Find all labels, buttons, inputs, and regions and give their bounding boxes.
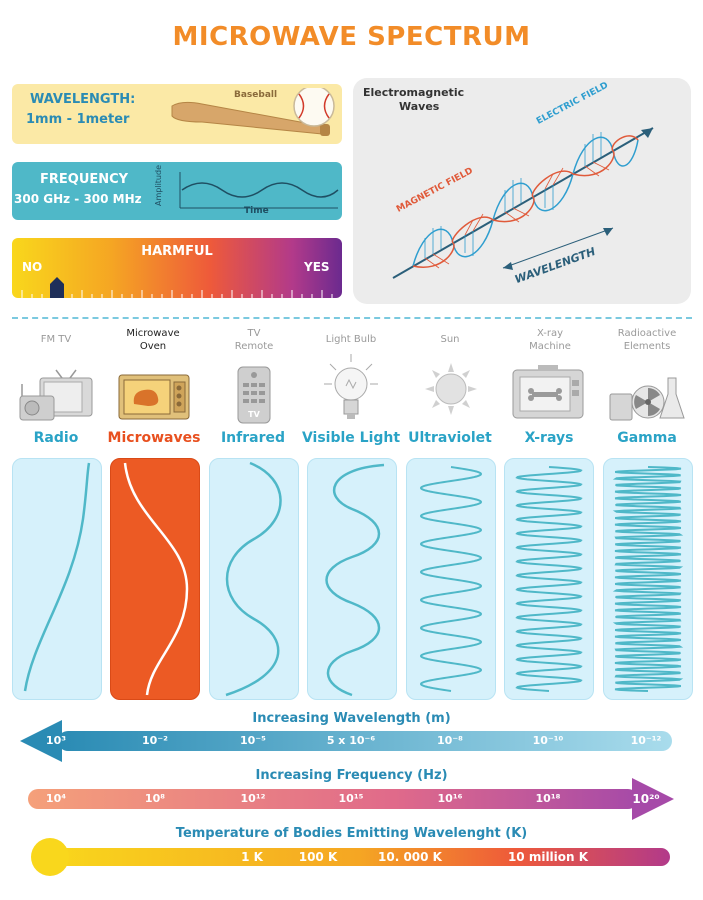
frequency-tick-2: 10¹² bbox=[240, 792, 266, 805]
temperature-tick-0: 1 K bbox=[241, 850, 263, 864]
wave-label-radio: Radio bbox=[33, 430, 79, 446]
temperature-scale-title: Temperature of Bodies Emitting Wavelengh… bbox=[175, 826, 528, 841]
temperature-tick-2: 10. 000 K bbox=[378, 850, 442, 864]
svg-text:TV: TV bbox=[248, 410, 260, 419]
wavelength-tick-5: 10⁻¹⁰ bbox=[532, 734, 564, 747]
em-title-line1: Electromagnetic bbox=[363, 86, 465, 99]
wave-label-ultraviolet: Ultraviolet bbox=[408, 430, 492, 446]
xray-svg-line bbox=[515, 466, 583, 692]
wave-label-microwaves: Microwaves bbox=[107, 430, 201, 446]
wavelength-value: 1mm - 1meter bbox=[26, 112, 130, 127]
temperature-tick-3: 10 million K bbox=[507, 850, 589, 864]
harmful-scale-ticks bbox=[21, 290, 333, 298]
wave-label-visible: Visible Light bbox=[301, 430, 401, 446]
wavelength-panel: WAVELENGTH: 1mm - 1meter Baseball bbox=[12, 84, 342, 144]
wavelength-tick-4: 10⁻⁸ bbox=[437, 734, 463, 747]
wave-label-gamma: Gamma bbox=[617, 430, 677, 446]
wavelength-tick-2: 10⁻⁵ bbox=[240, 734, 266, 747]
frequency-label: FREQUENCY bbox=[40, 172, 129, 187]
frequency-panel: FREQUENCY 300 GHz - 300 MHz Amplitude Ti… bbox=[12, 162, 342, 220]
frequency-tick-5: 10¹⁸ bbox=[535, 792, 561, 805]
radio-tv-icon bbox=[19, 369, 93, 421]
uv-svg-line bbox=[420, 466, 482, 692]
sun-bulb-icon bbox=[31, 838, 69, 876]
wave-card-visible bbox=[307, 458, 397, 700]
frequency-scale-title: Increasing Frequency (Hz) bbox=[255, 768, 448, 783]
light-bulb-icon bbox=[324, 354, 378, 419]
em-wave-diagram bbox=[392, 127, 654, 279]
wavelength-tick-0: 10³ bbox=[45, 734, 67, 747]
wave-card-radio bbox=[12, 458, 102, 700]
wave-card-microwaves bbox=[110, 458, 200, 700]
device-label-sun: Sun bbox=[440, 334, 460, 345]
harmful-no-label: NO bbox=[22, 260, 43, 274]
harmful-yes-label: YES bbox=[304, 260, 330, 274]
sun-icon bbox=[425, 363, 477, 415]
microwave-oven-icon bbox=[118, 374, 190, 420]
frequency-value: 300 GHz - 300 MHz bbox=[14, 192, 142, 206]
frequency-tick-4: 10¹⁶ bbox=[437, 792, 463, 805]
wave-label-infrared: Infrared bbox=[220, 430, 286, 446]
frequency-wave-graph bbox=[179, 172, 339, 209]
device-label-radio: FM TV bbox=[40, 334, 72, 345]
frequency-tick-6: 10²⁰ bbox=[632, 792, 660, 806]
em-waves-panel: Electromagnetic Waves ELECTRIC FIELD MA bbox=[353, 78, 691, 304]
wavelength-tick-3: 5 x 10⁻⁶ bbox=[326, 734, 376, 747]
wavelength-tick-6: 10⁻¹² bbox=[630, 734, 662, 747]
gamma-svg-line bbox=[612, 466, 684, 692]
baseball-bat-icon bbox=[171, 88, 335, 136]
temperature-scale-bar bbox=[31, 838, 670, 876]
frequency-tick-3: 10¹⁵ bbox=[338, 792, 364, 805]
frequency-tick-0: 10⁴ bbox=[45, 792, 67, 805]
wavelength-scale-title: Increasing Wavelength (m) bbox=[252, 711, 451, 726]
frequency-tick-1: 10⁸ bbox=[144, 792, 166, 805]
baseball-icon bbox=[293, 88, 335, 127]
harmful-label: HARMFUL bbox=[141, 244, 213, 259]
time-label: Time bbox=[244, 206, 269, 216]
tv-remote-icon: TV bbox=[237, 366, 271, 424]
wave-card-gamma bbox=[603, 458, 693, 700]
temperature-tick-1: 100 K bbox=[298, 850, 338, 864]
xray-machine-icon bbox=[512, 365, 584, 419]
em-title-line2: Waves bbox=[399, 100, 440, 113]
wavelength-scale-arrow bbox=[20, 720, 672, 762]
harmful-pointer bbox=[50, 277, 64, 298]
amplitude-label: Amplitude bbox=[154, 165, 163, 206]
wave-card-infrared bbox=[209, 458, 299, 700]
page-title: MICROWAVE SPECTRUM bbox=[172, 22, 531, 52]
harmful-panel: HARMFUL NO YES bbox=[12, 238, 342, 298]
wavelength-label: WAVELENGTH: bbox=[30, 92, 136, 107]
wave-label-xrays: X-rays bbox=[524, 430, 574, 446]
baseball-label: Baseball bbox=[234, 90, 278, 100]
frequency-scale-arrow bbox=[28, 778, 674, 820]
device-label-bulb: Light Bulb bbox=[325, 334, 377, 345]
wavelength-tick-1: 10⁻² bbox=[142, 734, 168, 747]
wave-card-xrays bbox=[504, 458, 594, 700]
radioactive-elements-icon bbox=[609, 377, 685, 421]
wave-card-ultraviolet bbox=[406, 458, 496, 700]
section-divider bbox=[12, 317, 692, 319]
